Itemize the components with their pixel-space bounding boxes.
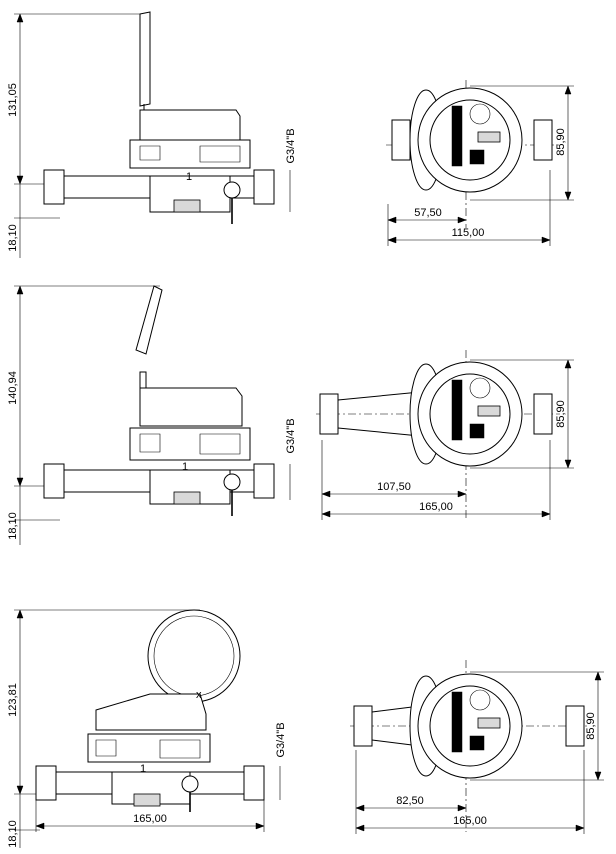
meter-1-height-dim: 131,05 xyxy=(7,83,19,117)
meter-1-front-view: 57,50 115,00 85,90 xyxy=(386,80,574,246)
meter-2-scale-mark: 1 xyxy=(182,461,188,473)
meter-3-side-view: 123,81 18,10 x 1 G3/4"B 165,00 xyxy=(7,609,287,848)
meter-1-front-height-dim: 85,90 xyxy=(555,128,567,156)
meter-3-height-dim: 123,81 xyxy=(7,683,19,717)
meter-3-front-height-dim: 85,90 xyxy=(585,712,597,740)
meter-3-length-dim: 165,00 xyxy=(133,813,167,825)
meter-2-overall-dim: 165,00 xyxy=(419,501,453,513)
meter-2-height-dim: 140,94 xyxy=(7,371,19,405)
meter-3-front-view: 82,50 165,00 85,90 xyxy=(350,660,604,834)
meter-2-front-height-dim: 85,90 xyxy=(555,400,567,428)
meter-1-thread-label: G3/4"B xyxy=(285,128,297,163)
meter-3-overall-dim: 165,00 xyxy=(453,815,487,827)
meter-2-side-view: 140,94 18,10 1 G3/4"B xyxy=(7,285,297,545)
meter-1-side-view: 131,05 18,10 1 G3/4"B xyxy=(7,11,297,258)
meter-2-front-view: 107,50 165,00 85,90 xyxy=(316,350,574,520)
meter-1-scale-mark: 1 xyxy=(186,171,192,183)
meter-3-bottom-dim: 18,10 xyxy=(7,820,19,848)
meter-2-thread-label: G3/4"B xyxy=(285,418,297,453)
meter-2-center-dim: 107,50 xyxy=(377,481,411,493)
meter-3-lid-mark: x xyxy=(196,689,202,701)
meter-1-center-dim: 57,50 xyxy=(414,207,442,219)
meter-3-scale-mark: 1 xyxy=(140,763,146,775)
meter-1-overall-dim: 115,00 xyxy=(452,227,485,239)
meter-3-thread-label: G3/4"B xyxy=(275,722,287,757)
meter-3-center-dim: 82,50 xyxy=(396,795,424,807)
meter-1-bottom-dim: 18,10 xyxy=(7,224,19,252)
meter-2-bottom-dim: 18,10 xyxy=(7,512,19,540)
